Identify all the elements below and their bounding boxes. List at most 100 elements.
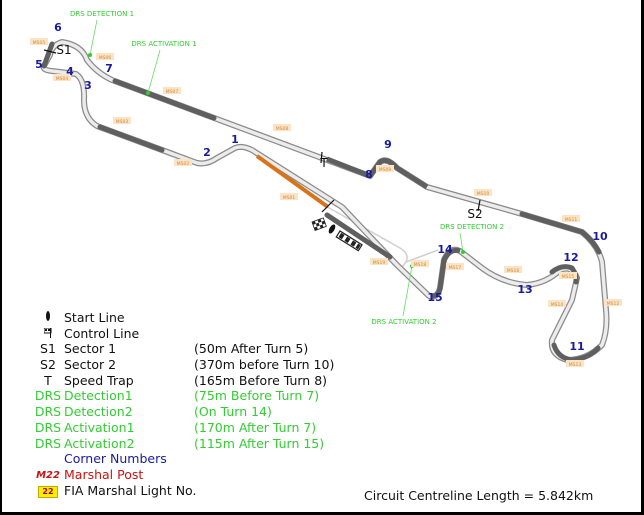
marshal-post-label: MS01 <box>280 193 298 201</box>
marshal-post-label: MS08 <box>273 124 291 132</box>
legend-symbol: T <box>44 372 52 388</box>
legend-note: (On Turn 14) <box>194 404 272 420</box>
track-dark-back-straight <box>112 78 217 121</box>
svg-text:MS02: MS02 <box>177 161 190 167</box>
control-line-icon <box>32 326 64 342</box>
track-dark-to-10 <box>519 211 602 255</box>
marshal-post-label: MS06 <box>96 53 114 61</box>
drs-detection1-point <box>88 53 92 57</box>
svg-text:MS03: MS03 <box>116 119 129 125</box>
svg-text:MS07: MS07 <box>166 89 179 95</box>
corner-number-13: 13 <box>517 283 532 296</box>
start-line-icon <box>328 224 336 234</box>
marker-label-s1: S1 <box>56 43 71 57</box>
sector1-marker <box>43 49 57 54</box>
svg-text:MS12: MS12 <box>607 301 620 307</box>
marshal-post-label: MS13 <box>566 360 584 368</box>
legend-name: Start Line <box>64 310 125 325</box>
legend-name: Sector 1 <box>64 341 117 357</box>
drs-detection1-pointer <box>89 19 98 56</box>
svg-text:MS04: MS04 <box>56 76 69 82</box>
legend-name: FIA Marshal Light No. <box>64 482 197 498</box>
svg-text:MS08: MS08 <box>276 126 289 132</box>
svg-text:MS18: MS18 <box>414 262 427 268</box>
drs-zone-label: DRS DETECTION 2 <box>440 223 504 231</box>
track-dark-sector1 <box>41 41 55 69</box>
legend-note: (115m After Turn 15) <box>194 435 325 451</box>
svg-text:MS06: MS06 <box>99 55 112 61</box>
drs-detection2-pointer <box>459 232 464 253</box>
marshal-post-label: MS10 <box>474 189 492 197</box>
legend-symbol: DRS <box>34 435 62 451</box>
drs-detection2-point <box>461 250 465 254</box>
track-dark-turn14-15 <box>431 247 461 299</box>
svg-text:MS11: MS11 <box>565 217 578 223</box>
corner-number-5: 5 <box>35 58 43 71</box>
legend-name: Sector 2 <box>64 357 117 373</box>
marshal-post-label: MS12 <box>604 299 622 307</box>
marshal-post-label: MS14 <box>548 300 566 308</box>
legend-name: Detection2 <box>64 404 133 420</box>
pit-straight-orange <box>255 154 330 209</box>
legend-name: Detection1 <box>64 388 133 404</box>
svg-text:MS14: MS14 <box>551 302 564 308</box>
marshal-light-symbol: 22 <box>32 482 64 499</box>
marshal-post-label: MS03 <box>113 117 131 125</box>
marshal-post-label: MS11 <box>562 215 580 223</box>
track-dark-start <box>324 212 393 260</box>
svg-text:MS13: MS13 <box>569 362 582 368</box>
marker-label-s2: S2 <box>467 207 482 221</box>
sector2-marker <box>477 199 481 212</box>
speed-trap-marker <box>320 151 323 164</box>
marshal-post-label: MS18 <box>411 260 429 268</box>
control-line-marker <box>321 199 335 213</box>
corner-number-8: 8 <box>365 168 373 181</box>
legend-row: Control Line <box>32 326 334 342</box>
legend-name: Activation1 <box>64 419 135 435</box>
legend-note: (50m After Turn 5) <box>194 341 309 357</box>
corner-number-4: 4 <box>66 65 74 78</box>
legend-name: Speed Trap <box>64 372 134 388</box>
corner-number-10: 10 <box>592 230 608 243</box>
legend-symbol: DRS <box>34 388 62 404</box>
legend-name: Control Line <box>64 325 140 341</box>
drs-activation1-point <box>146 91 150 95</box>
legend-symbol: DRS <box>34 404 62 420</box>
marshal-post-label: MS17 <box>446 263 464 271</box>
corner-number-14: 14 <box>437 243 453 256</box>
legend-note: (165m Before Turn 8) <box>194 372 328 388</box>
marshal-post-label: MS09 <box>376 165 394 173</box>
marshal-post-label: MS15 <box>559 272 577 280</box>
corner-number-12: 12 <box>563 251 578 264</box>
legend-symbol: DRS <box>34 419 62 435</box>
track-dark-turn3 <box>97 124 165 153</box>
corner-number-7: 7 <box>105 62 113 75</box>
marshal-post-label: MS16 <box>504 266 522 274</box>
legend-name: Corner Numbers <box>64 451 167 467</box>
starting-grid-icon <box>335 230 363 252</box>
track-dark-t-to-9 <box>326 156 429 190</box>
start-line-icon <box>32 310 64 326</box>
legend-row: S2 Sector 2 (370m before Turn 10) <box>32 357 334 373</box>
legend-note: (75m Before Turn 7) <box>194 388 320 404</box>
legend-row: T Speed Trap (165m Before Turn 8) <box>32 373 334 389</box>
drs-zone-label: DRS ACTIVATION 1 <box>131 40 196 48</box>
legend-name: Activation2 <box>64 435 135 451</box>
legend-symbol: S2 <box>40 357 56 373</box>
marshal-post-label: MS19 <box>370 258 388 266</box>
legend-row: Start Line <box>32 310 334 326</box>
legend-row: Corner Numbers <box>32 451 334 467</box>
corner-number-9: 9 <box>384 138 392 151</box>
svg-text:MS10: MS10 <box>477 191 490 197</box>
legend-name: Marshal Post <box>64 466 144 482</box>
marshal-post-label: MS07 <box>163 87 181 95</box>
chequered-flag-icon <box>311 217 327 231</box>
legend-note: (370m before Turn 10) <box>194 357 335 373</box>
svg-text:MS19: MS19 <box>373 260 386 266</box>
